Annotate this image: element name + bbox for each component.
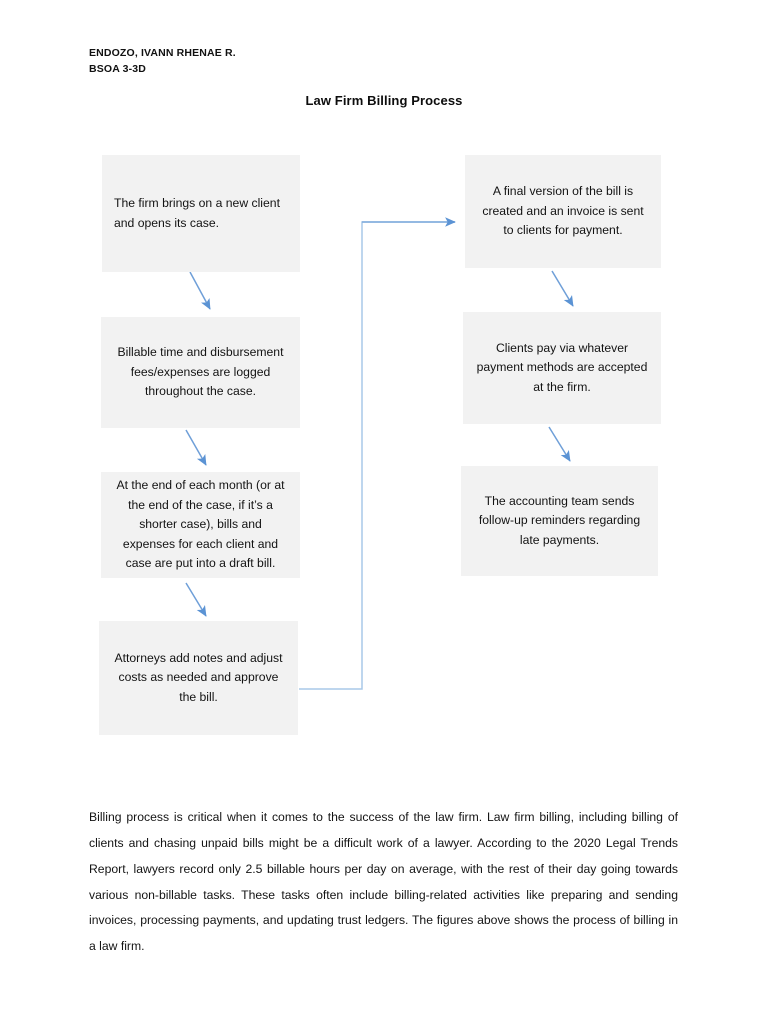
student-name: ENDOZO, IVANN RHENAE R. (89, 47, 236, 59)
node-draft-bill-label: At the end of each month (or at the end … (116, 478, 285, 571)
body-paragraph: Billing process is critical when it come… (89, 810, 678, 954)
arrow-draft-bill-to-attorney-review (185, 582, 207, 617)
node-client-payment[interactable]: Clients pay via whatever payment methods… (463, 312, 661, 424)
arrow-billable-time-to-draft-bill (185, 429, 207, 466)
node-attorney-review[interactable]: Attorneys add notes and adjust costs as … (99, 621, 298, 735)
flowchart: The firm brings on a new client and open… (99, 155, 661, 735)
node-billable-time[interactable]: Billable time and disbursement fees/expe… (101, 317, 300, 428)
page-title: Law Firm Billing Process (305, 93, 463, 108)
node-draft-bill[interactable]: At the end of each month (or at the end … (101, 472, 300, 578)
arrow-client-payment-to-followup-reminders (548, 426, 571, 462)
node-followup-reminders[interactable]: The accounting team sends follow-up remi… (461, 466, 658, 576)
node-final-invoice-label: A final version of the bill is created a… (482, 184, 644, 238)
arrow-final-invoice-to-client-payment (551, 270, 574, 307)
student-identification-block: ENDOZO, IVANN RHENAE R. BSOA 3-3D (89, 45, 236, 77)
node-attorney-review-label: Attorneys add notes and adjust costs as … (114, 650, 283, 704)
arrow-new-client-to-billable-time (189, 271, 211, 310)
student-section: BSOA 3-3D (89, 63, 146, 75)
node-billable-time-label: Billable time and disbursement fees/expe… (117, 345, 284, 399)
node-final-invoice[interactable]: A final version of the bill is created a… (465, 155, 661, 268)
node-client-payment-label: Clients pay via whatever payment methods… (476, 340, 648, 394)
node-new-client-label: The firm brings on a new client and open… (114, 196, 280, 230)
node-new-client[interactable]: The firm brings on a new client and open… (102, 155, 300, 272)
node-followup-reminders-label: The accounting team sends follow-up remi… (478, 493, 641, 547)
arrow-attorney-review-to-final-invoice (299, 217, 456, 690)
